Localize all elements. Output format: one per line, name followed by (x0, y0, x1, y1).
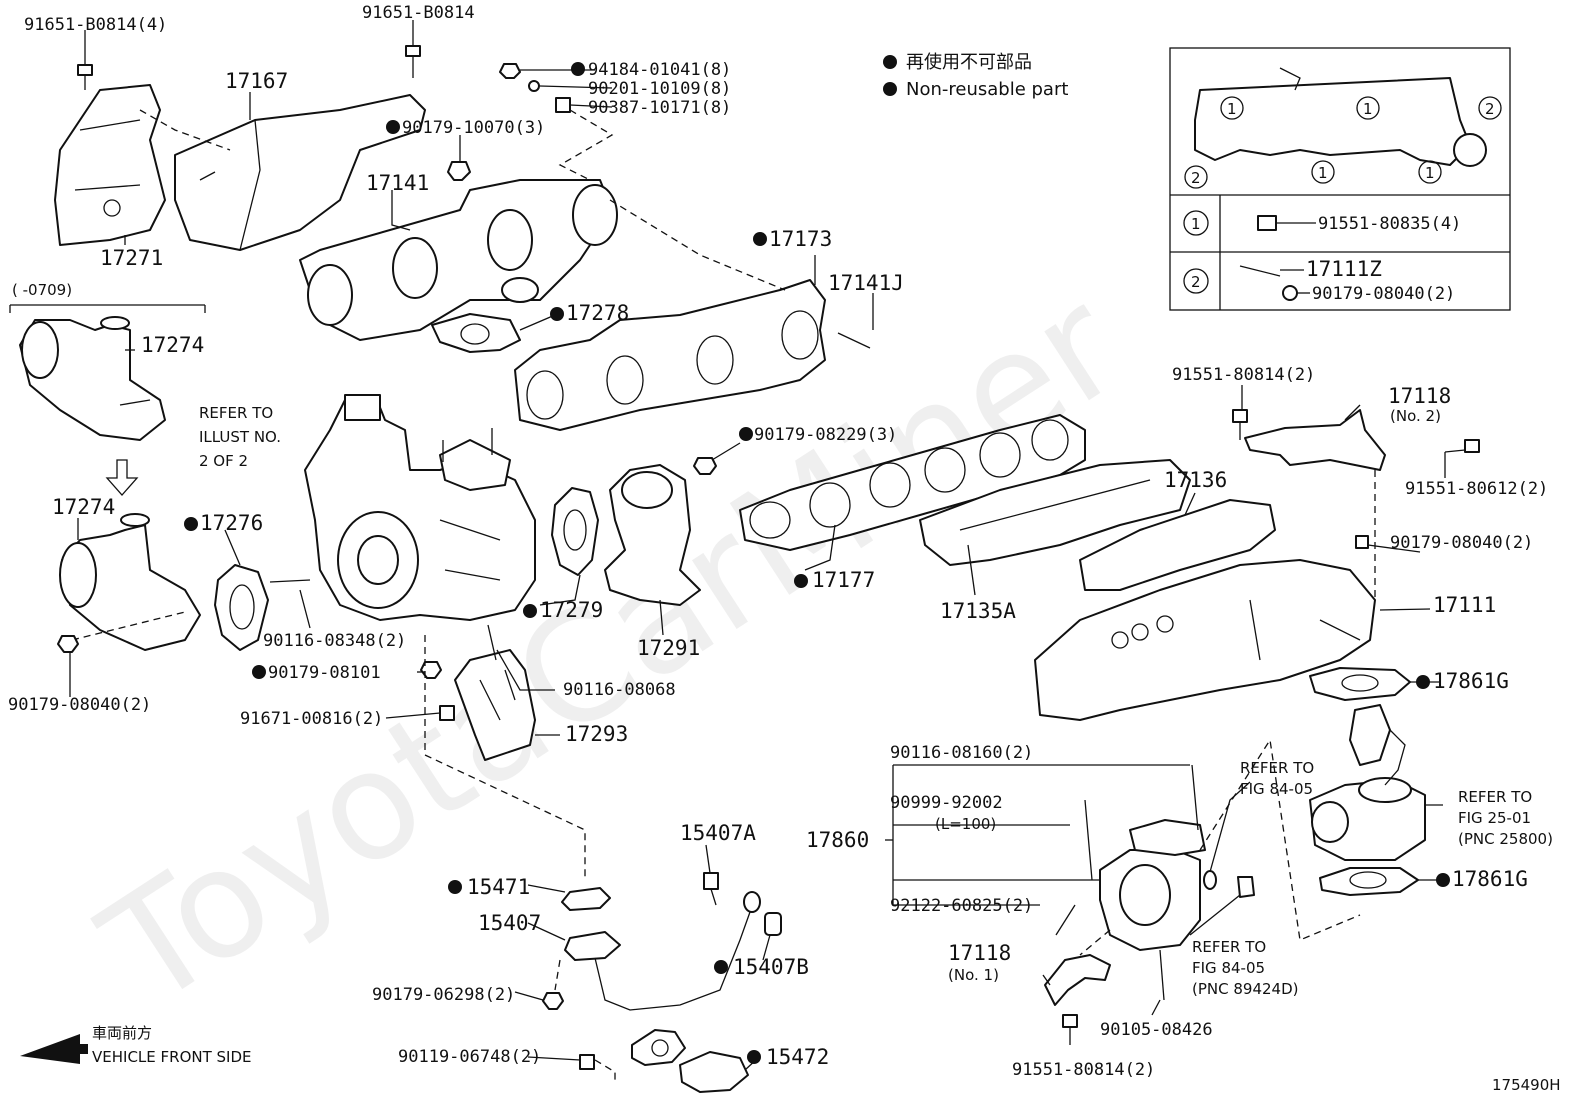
label-17118-no1-sub: (No. 1) (948, 966, 999, 984)
inset-row1-part: 91551-80835(4) (1318, 214, 1461, 234)
label-17861g-upper: 17861G (1433, 669, 1509, 693)
label-15472: 15472 (766, 1045, 829, 1069)
label-17167: 17167 (225, 69, 288, 93)
label-90179-08101: 90179-08101 (268, 663, 381, 683)
label-90179-06298: 90179-06298(2) (372, 985, 515, 1005)
legend-en: Non-reusable part (906, 79, 1068, 100)
svg-text:2: 2 (1485, 100, 1495, 118)
refer-8405-b-line1: REFER TO (1192, 938, 1266, 956)
label-17111: 17111 (1433, 593, 1496, 617)
label-17861g-lower: 17861G (1452, 867, 1528, 891)
front-side-jp: 車両前方 (92, 1024, 152, 1042)
label-17271: 17271 (100, 246, 163, 270)
egr-unit-17860 (1099, 819, 1206, 951)
label-92122-60825: 92122-60825(2) (890, 896, 1033, 916)
label-90119-06748: 90119-06748(2) (398, 1047, 541, 1067)
inset-row2-part-b: 90179-08040(2) (1312, 284, 1455, 304)
refer-turbo-line3: 2 OF 2 (199, 452, 248, 470)
label-17293: 17293 (565, 722, 628, 746)
heat-shield-17135a (919, 459, 1191, 566)
label-17278: 17278 (566, 301, 629, 325)
label-15407b: 15407B (733, 955, 809, 979)
label-91651-b0814-4: 91651-B0814(4) (24, 15, 167, 35)
label-15407a: 15407A (680, 821, 756, 845)
label-90999-92002: 90999-92002 (890, 793, 1003, 813)
turbine-outlet-17291 (604, 464, 701, 606)
label-90179-10070: 90179-10070(3) (402, 118, 545, 138)
inset-box: 1 1 2 2 1 1 1 91551-80835(4) 2 17111Z 90… (1169, 47, 1511, 311)
refer-8405-b-line3: (PNC 89424D) (1192, 980, 1298, 998)
label-90201: 90201-10109(8) (588, 79, 731, 99)
label-15407: 15407 (478, 911, 541, 935)
gasket-17173 (514, 279, 826, 431)
label-17860: 17860 (806, 828, 869, 852)
legend: 再使用不可部品 Non-reusable part (883, 52, 1068, 100)
label-17173: 17173 (769, 227, 832, 251)
label-17118-no2: 17118 (1388, 384, 1451, 408)
air-duct-17274-lower (59, 513, 201, 651)
figure-id: 175490H (1492, 1076, 1561, 1094)
label-17135a: 17135A (940, 599, 1016, 623)
label-17274-lower: 17274 (52, 495, 115, 519)
label-90179-08040-left: 90179-08040(2) (8, 695, 151, 715)
label-90116-08160: 90116-08160(2) (890, 743, 1033, 763)
part-labels: 91651-B0814(4) 91651-B0814 17167 94184-0… (8, 3, 1561, 1094)
label-17279: 17279 (540, 598, 603, 622)
refer-8405-b-line2: FIG 84-05 (1192, 959, 1265, 977)
refer-2501-line1: REFER TO (1458, 788, 1532, 806)
label-91551-80814-top: 91551-80814(2) (1172, 365, 1315, 385)
non-reusable-markers (184, 62, 1450, 1064)
refer-8405-a-line1: REFER TO (1240, 759, 1314, 777)
front-side-en: VEHICLE FRONT SIDE (92, 1048, 252, 1066)
label-90387: 90387-10171(8) (588, 98, 731, 118)
refer-2501-line3: (PNC 25800) (1458, 830, 1553, 848)
exhaust-manifold-17141 (299, 179, 618, 341)
legend-jp: 再使用不可部品 (906, 52, 1032, 73)
label-15471: 15471 (467, 875, 530, 899)
label-17136: 17136 (1164, 468, 1227, 492)
svg-text:1: 1 (1425, 164, 1435, 182)
label-90179-08229: 90179-08229(3) (754, 425, 897, 445)
label-91551-80814-bottom: 91551-80814(2) (1012, 1060, 1155, 1080)
inset-row2-num: 2 (1191, 273, 1201, 291)
refer-8405-a-line2: FIG 84-05 (1240, 780, 1313, 798)
bracket-17293 (454, 649, 536, 761)
label-94184: 94184-01041(8) (588, 60, 731, 80)
egr-valve (1309, 704, 1426, 861)
label-17291: 17291 (637, 636, 700, 660)
label-17177: 17177 (812, 568, 875, 592)
leader-lines (69, 20, 1446, 1071)
label-17141: 17141 (366, 171, 429, 195)
label-date-range: ( -0709) (12, 281, 72, 299)
inset-row1-num: 1 (1191, 215, 1201, 233)
label-90116-08348: 90116-08348(2) (263, 631, 406, 651)
label-17118-no1: 17118 (948, 941, 1011, 965)
label-90999-sub: (L=100) (935, 815, 996, 833)
label-17141j: 17141J (828, 271, 904, 295)
label-91551-80612: 91551-80612(2) (1405, 479, 1548, 499)
heat-insulator-17271 (54, 84, 166, 246)
svg-text:1: 1 (1227, 100, 1237, 118)
refer-2501-line2: FIG 25-01 (1458, 809, 1531, 827)
turbocharger (304, 394, 536, 621)
label-90116-08068: 90116-08068 (563, 680, 676, 700)
refer-turbo-line2: ILLUST NO. (199, 428, 281, 446)
heat-insulator-17167 (174, 94, 426, 251)
refer-turbo-line1: REFER TO (199, 404, 273, 422)
label-91651-b0814: 91651-B0814 (362, 3, 475, 23)
svg-text:1: 1 (1318, 164, 1328, 182)
label-17276: 17276 (200, 511, 263, 535)
label-91671-00816: 91671-00816(2) (240, 709, 383, 729)
svg-text:1: 1 (1363, 100, 1373, 118)
label-90105-08426: 90105-08426 (1100, 1020, 1213, 1040)
label-17118-no2-sub: (No. 2) (1390, 407, 1441, 425)
gasket-17177 (739, 414, 1086, 551)
inset-row2-part-a: 17111Z (1306, 257, 1382, 281)
label-90179-08040-right: 90179-08040(2) (1390, 533, 1533, 553)
label-17274-upper: 17274 (141, 333, 204, 357)
svg-text:2: 2 (1191, 169, 1201, 187)
intake-manifold-17111 (1034, 559, 1376, 721)
